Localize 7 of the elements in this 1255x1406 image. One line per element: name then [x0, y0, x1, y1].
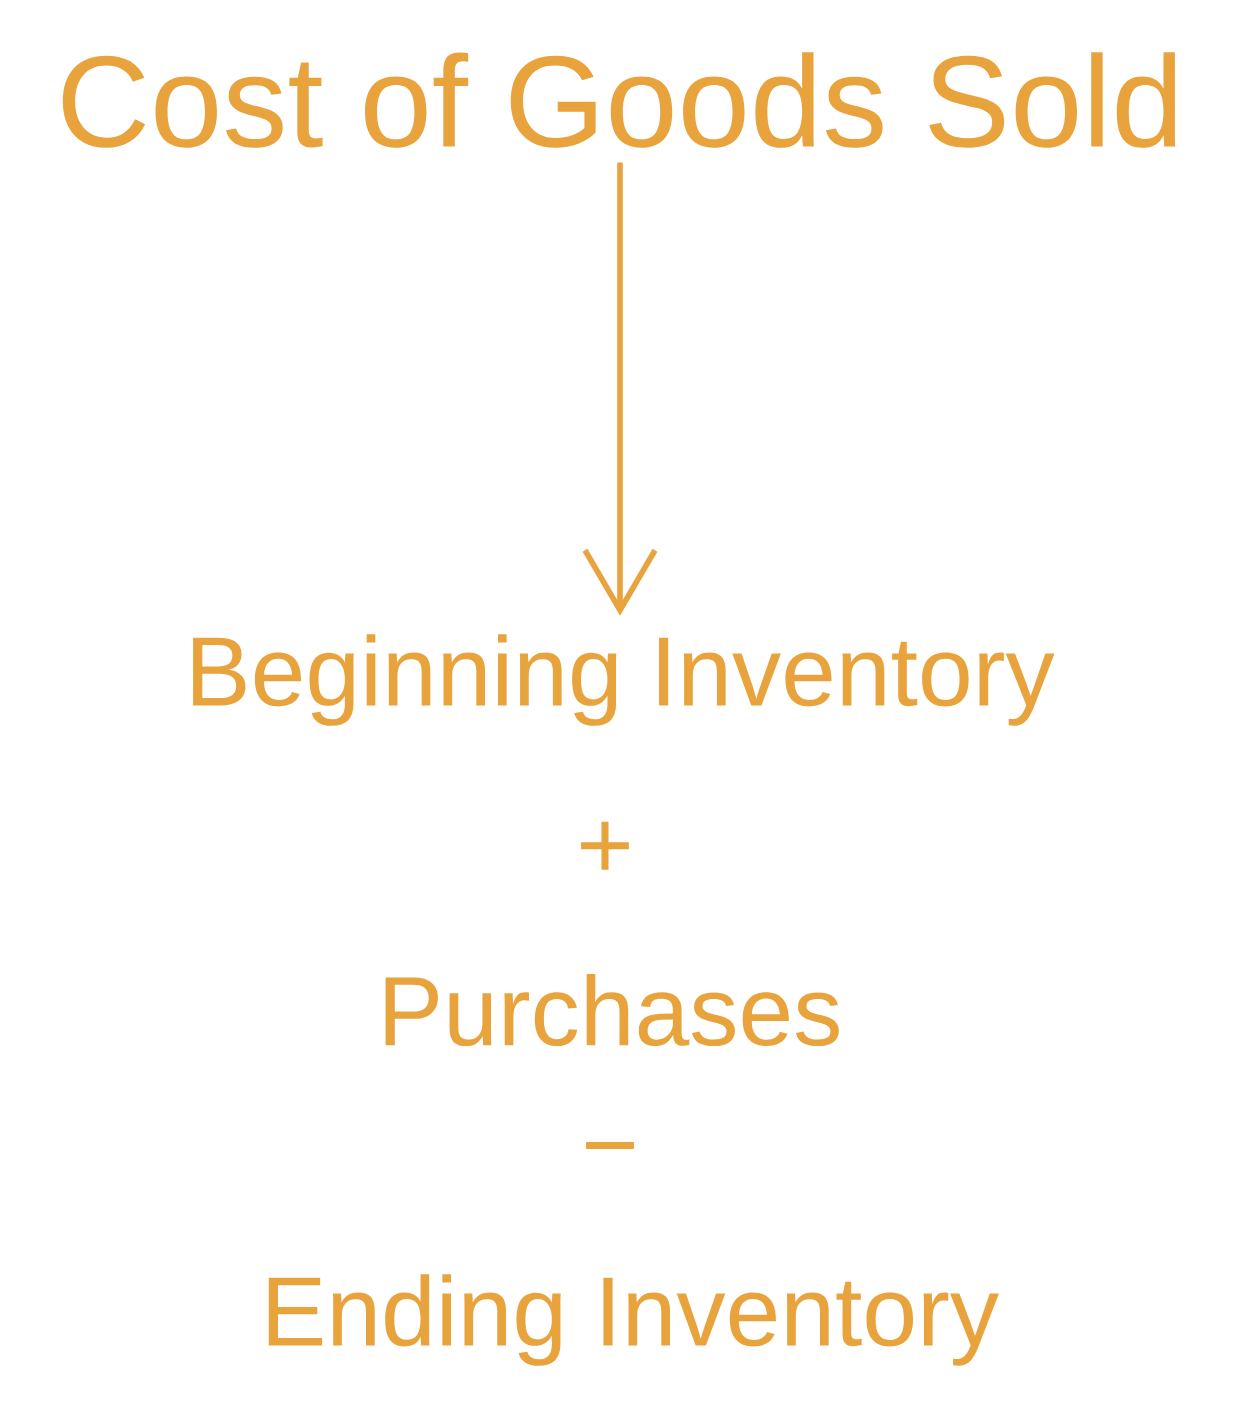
operator-sign: −	[586, 1141, 634, 1149]
formula-term: Beginning Inventory	[193, 634, 1055, 726]
formula-term: Purchases	[385, 973, 839, 1047]
formula-term: Ending Inventory	[268, 1274, 999, 1366]
operator-sign: +	[581, 821, 629, 870]
arrow	[582, 162, 658, 616]
formula-term: Cost of Goods Sold	[62, 52, 1176, 148]
